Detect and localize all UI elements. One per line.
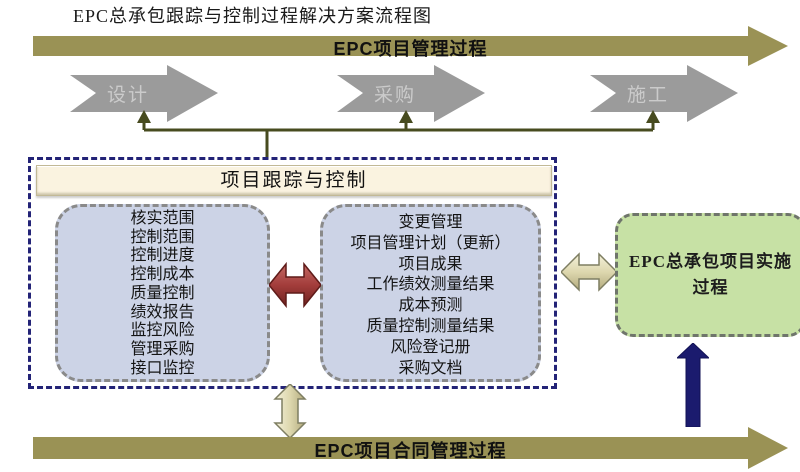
list-item: 项目管理计划（更新） [350,234,511,252]
list-item: 核实范围 [130,210,195,227]
list-item: 采购文档 [398,359,463,377]
phase-arrow-procurement-icon [337,65,485,122]
implementation-box: EPC总承包项目实施过程 [615,213,800,337]
list-item: 绩效报告 [130,303,195,321]
list-item: 控制成本 [130,266,195,284]
phase-label-design: 设计 [106,85,149,106]
outputs-panel: 变更管理 项目管理计划（更新） 项目成果 工作绩效测量结果 成本预测 质量控制测… [320,204,541,382]
list-item: 变更管理 [398,214,463,231]
page-title: EPC总承包跟踪与控制过程解决方案流程图 [73,6,433,26]
red-double-arrow-icon [269,261,321,309]
control-process-panel: 核实范围 控制范围 控制进度 控制成本 质量控制 绩效报告 监控风险 管理采购 … [55,204,270,382]
list-item: 控制范围 [130,228,195,246]
list-item: 工作绩效测量结果 [366,276,495,294]
list-item: 项目成果 [398,255,463,273]
top-banner-arrow-icon [33,26,788,66]
list-item: 成本预测 [398,297,463,315]
bottom-banner-arrow-icon [33,427,788,469]
list-item: 质量控制 [130,284,195,302]
phase-label-construction: 施工 [626,85,669,106]
phase-arrow-construction-icon [590,65,738,122]
list-item: 质量控制测量结果 [366,317,495,335]
list-item: 管理采购 [130,340,195,358]
phase-arrow-design-icon [70,65,218,122]
navy-up-arrow-icon [677,343,709,427]
list-item: 接口监控 [130,359,195,377]
top-banner-label: EPC项目管理过程 [333,39,488,59]
list-item: 监控风险 [130,322,195,340]
bottom-banner-label: EPC项目合同管理过程 [314,441,507,461]
list-item: 风险登记册 [390,338,471,356]
beige-horizontal-double-arrow-icon [561,252,617,292]
beige-vertical-double-arrow-icon [273,384,307,438]
tracking-control-header: 项目跟踪与控制 [36,165,552,196]
list-item: 控制进度 [130,247,195,265]
phase-label-procurement: 采购 [373,85,416,106]
